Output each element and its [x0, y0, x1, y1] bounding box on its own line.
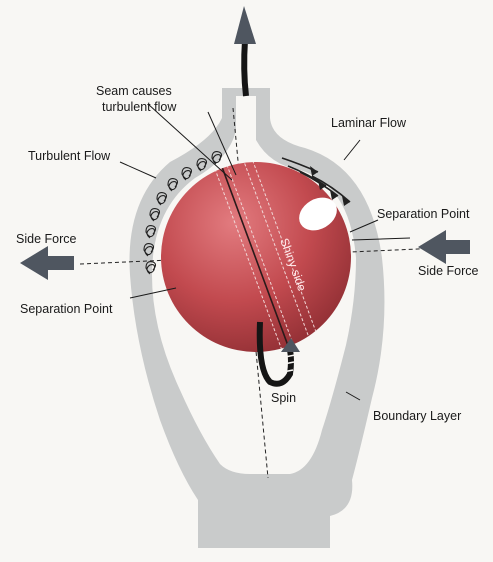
side-force-arrow-right	[418, 230, 470, 264]
seam-label-line1: Seam causes	[96, 84, 172, 98]
separation-point-left-label: Separation Point	[20, 302, 113, 316]
boundary-layer-label: Boundary Layer	[373, 409, 461, 423]
side-force-arrow-left	[20, 246, 74, 280]
separation-point-right-label: Separation Point	[377, 207, 470, 221]
side-force-left-label: Side Force	[16, 232, 76, 246]
laminar-flow-label: Laminar Flow	[331, 116, 407, 130]
seam-label-line2: turbulent flow	[102, 100, 177, 114]
wake-deflection-arrow	[234, 6, 256, 96]
turbulent-flow-label: Turbulent Flow	[28, 149, 111, 163]
side-force-right-label: Side Force	[418, 264, 478, 278]
spin-label: Spin	[271, 391, 296, 405]
